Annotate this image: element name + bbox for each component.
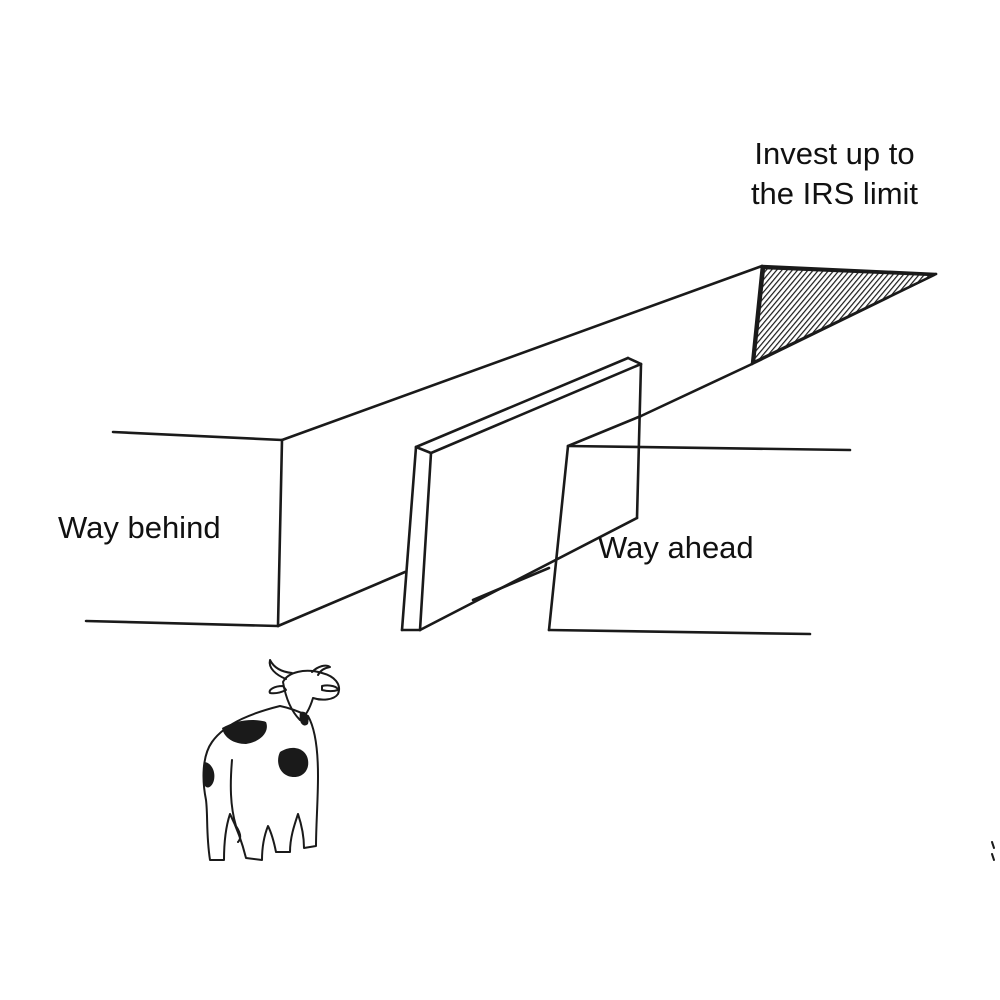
irs-limit-label: Invest up to the IRS limit (732, 134, 937, 214)
left-wall-block (84, 430, 284, 628)
way-ahead-label: Way ahead (598, 530, 754, 565)
far-shadow (752, 266, 936, 364)
irs-limit-line-2: the IRS limit (750, 176, 919, 211)
irs-limit-line-1: Invest up to (754, 136, 915, 171)
middle-wall-panel (400, 356, 643, 632)
cow-icon (202, 659, 340, 861)
edge-marks (991, 841, 995, 861)
right-wall-block (471, 362, 852, 636)
way-behind-label: Way behind (58, 510, 221, 545)
